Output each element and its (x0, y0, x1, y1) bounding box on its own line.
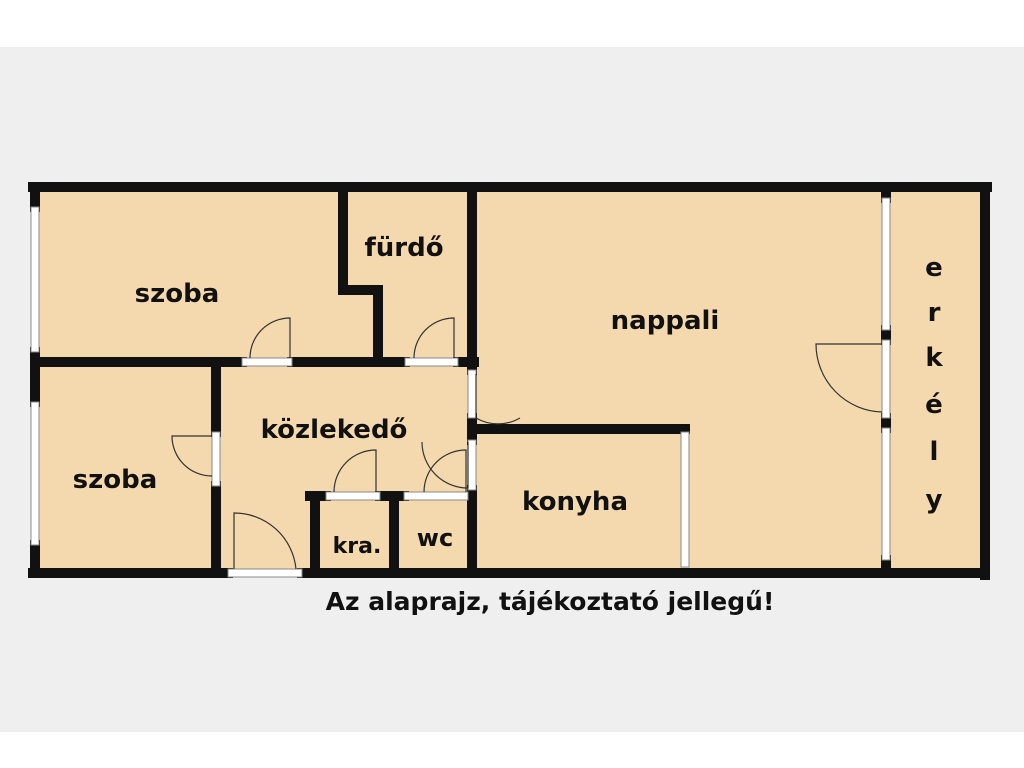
room-label-erkely: e r k é l y (925, 253, 943, 515)
disclaimer-caption: Az alaprajz, tájékoztató jellegű! (325, 587, 775, 616)
door-swings (171, 317, 883, 570)
walls (28, 182, 992, 580)
room-label-furdo: fürdő (364, 233, 443, 263)
room-label-kamra: kra. (333, 534, 382, 559)
wall-furdo-left (338, 182, 383, 367)
door-swing-entrance (233, 512, 297, 570)
door-swing-szoba-top (249, 317, 291, 359)
erkely-letter: e (925, 253, 943, 283)
door-swing-wc (423, 449, 467, 493)
floor-nappali (472, 190, 888, 572)
opening-szoba-bottom (211, 431, 221, 487)
erkely-letter: é (925, 390, 943, 420)
floor-furdo (342, 190, 472, 358)
door-swing-konyha (421, 441, 469, 489)
door-swing-furdo (413, 317, 455, 359)
room-label-szoba-bottom: szoba (73, 465, 158, 495)
door-swing-szoba-bottom (171, 435, 213, 477)
opening-furdo (404, 357, 459, 367)
room-label-konyha: konyha (522, 487, 628, 517)
floor-erkely (888, 190, 984, 572)
window-erkely-lower (881, 427, 891, 561)
erkely-letter: l (930, 437, 939, 467)
floor-szoba-top (38, 190, 342, 358)
window-szoba-bottom (30, 401, 40, 546)
opening-nappali (467, 369, 477, 419)
room-label-nappali: nappali (611, 306, 720, 336)
door-swing-nappali (475, 374, 521, 425)
window-erkely-mid (881, 339, 891, 419)
opening-szoba-top (241, 357, 293, 367)
opening-entrance (227, 568, 303, 578)
door-swing-erkely (815, 343, 883, 413)
opening-konyha (467, 439, 477, 491)
opening-wc (403, 491, 469, 501)
window-erkely-upper (881, 197, 891, 331)
erkely-letter: k (925, 343, 943, 373)
opening-kamra (325, 491, 381, 501)
floor-kozlekedo (218, 358, 472, 572)
erkely-letter: r (928, 298, 941, 328)
window-szoba-top (30, 206, 40, 353)
room-label-szoba-top: szoba (135, 279, 220, 309)
erkely-letter: y (926, 485, 943, 515)
floor-areas (38, 190, 984, 572)
floor-szoba-bottom (38, 358, 218, 572)
windows (30, 197, 891, 578)
door-swing-kamra (333, 449, 377, 493)
window-konyha (680, 431, 690, 568)
room-label-kozlekedo: közlekedő (261, 415, 408, 445)
room-label-wc: wc (417, 524, 453, 552)
